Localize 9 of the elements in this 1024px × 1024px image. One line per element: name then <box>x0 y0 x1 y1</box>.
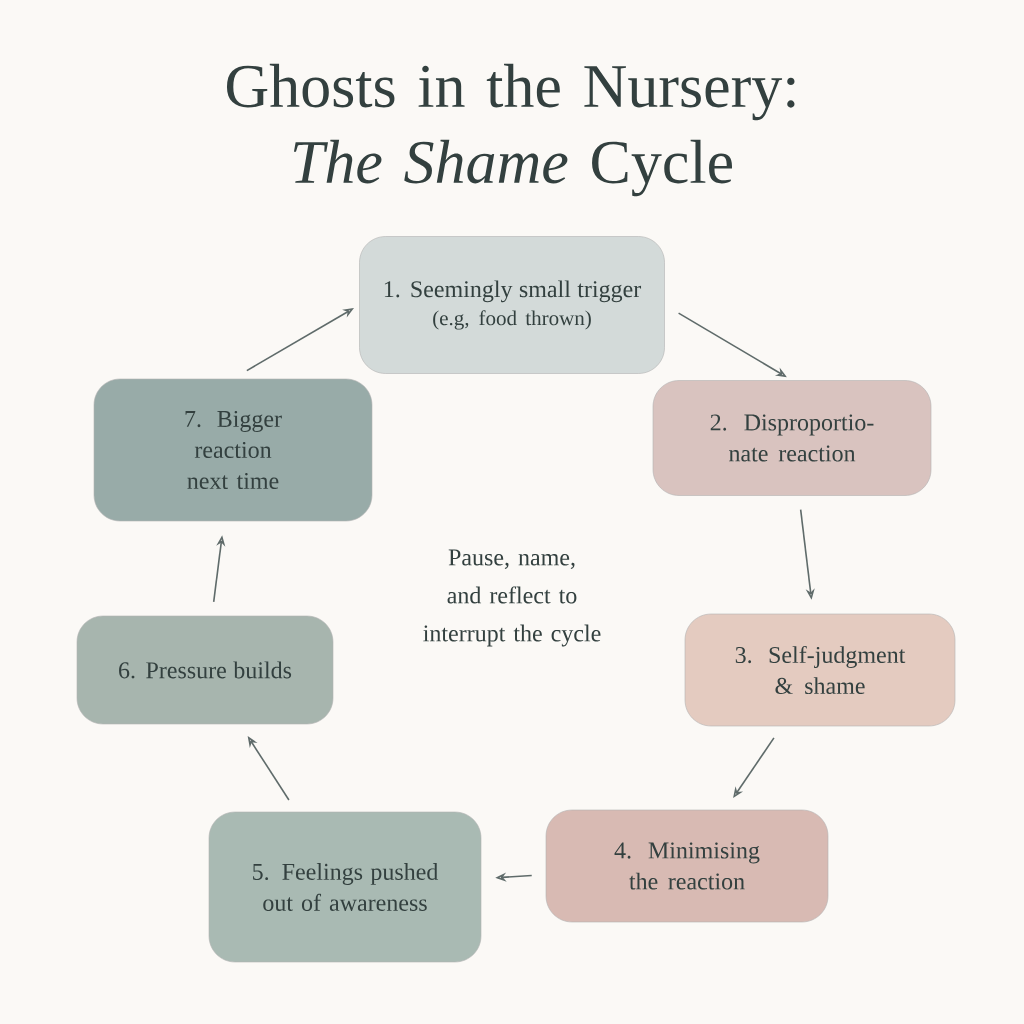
center-note: Pause, name, and reflect to interrupt the cycle <box>423 549 601 647</box>
process-box: 3. Self-judgment & shame <box>684 613 956 727</box>
title: Ghosts in the Nursery: The Shame Cycle <box>226 63 795 197</box>
process-box: 5. Feelings pushed out of awareness <box>208 811 482 963</box>
process-box: 1. Seemingly small trigger (e.g, food thrown) <box>359 236 665 374</box>
process-box: 4. Minimising the reaction <box>545 809 829 923</box>
process-box: 7. Bigger reaction next time <box>93 378 373 522</box>
process-box: 2. Disproportio- nate reaction <box>652 380 932 496</box>
process-box: 6. Pressure builds <box>76 615 334 725</box>
